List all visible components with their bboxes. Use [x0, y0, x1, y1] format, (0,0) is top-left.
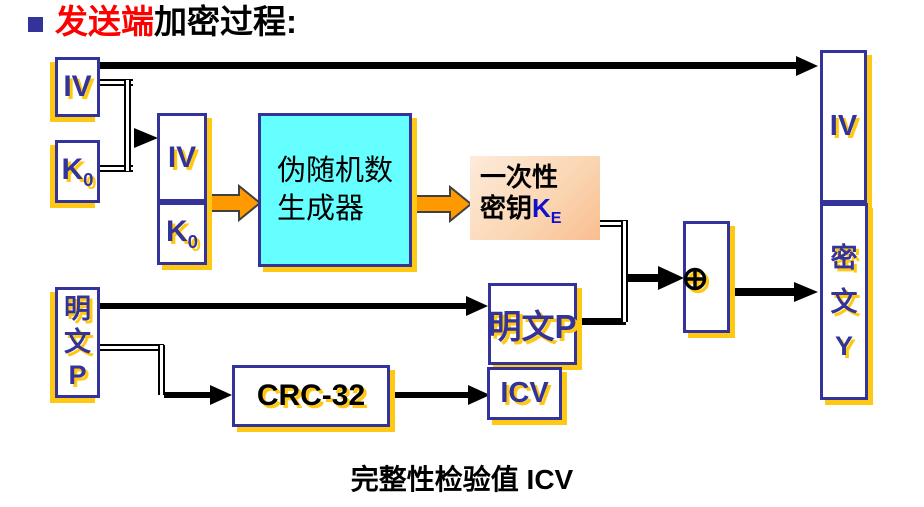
arrow-xor-to-ciphertext — [732, 288, 796, 296]
ciphertext-char: 密 — [830, 242, 858, 273]
arrow-key-to-xor — [624, 274, 660, 282]
box-iv-right: IV — [820, 50, 867, 203]
box-k0-second: K0 — [157, 202, 207, 265]
connector-plaintext-out — [100, 344, 164, 351]
one-time-key-line1: 一次性 — [480, 161, 559, 192]
box-crc32-label: CRC-32 — [256, 379, 366, 412]
box-plaintext-mid: 明文P — [488, 283, 577, 365]
box-iv-right-label: IV — [829, 110, 858, 142]
connector-down-to-crc — [158, 345, 165, 395]
ciphertext-char: Y — [834, 330, 853, 361]
plaintext-left-char: 文 — [64, 327, 91, 357]
box-icv-label: ICV — [500, 377, 549, 409]
connector-iv1-out — [100, 79, 133, 86]
arrow-crc-to-icv — [392, 392, 470, 398]
connector-k01-out — [100, 165, 133, 172]
connector-iv-k0-merge — [124, 80, 131, 171]
box-prng-label: 伪随机数 生成器 — [276, 155, 393, 225]
arrowhead-iv-to-right-iv — [796, 56, 818, 76]
arrowhead-plaintext-to-mid — [466, 296, 488, 316]
label-one-time-key: 一次性 密钥KE — [470, 156, 600, 240]
box-k0-initial-label: K0 — [61, 152, 94, 190]
connector-key-down — [621, 221, 628, 322]
box-crc32: CRC-32 — [232, 365, 390, 427]
arrowhead-xor-to-ciphertext — [794, 282, 818, 302]
box-ciphertext: 密 文 Y — [820, 203, 868, 400]
connector-key-out — [597, 220, 628, 227]
arrowhead-into-iv2 — [134, 128, 158, 148]
arrow-into-crc — [164, 392, 212, 398]
box-k0-initial: K0 — [55, 140, 100, 203]
title-highlight: 发送端 — [55, 3, 154, 40]
orange-arrow-prng-to-key — [410, 184, 473, 224]
orange-arrow-keys-to-prng — [205, 183, 262, 223]
box-iv-second-label: IV — [167, 140, 197, 174]
box-k0-second-label: K0 — [165, 214, 198, 252]
box-prng: 伪随机数 生成器 — [258, 113, 412, 267]
bullet-square-icon — [28, 17, 43, 32]
ciphertext-char: 文 — [830, 286, 858, 317]
arrowhead-key-to-xor — [658, 266, 684, 290]
box-iv-initial-label: IV — [63, 70, 92, 103]
title-rest: 加密过程: — [154, 3, 297, 40]
arrow-iv-to-right-iv — [100, 62, 798, 69]
box-plaintext-left: 明 文 P — [55, 287, 100, 398]
plaintext-left-char: 明 — [64, 294, 91, 324]
caption-icv: 完整性检验值 ICV — [350, 464, 574, 495]
box-iv-second: IV — [157, 113, 207, 202]
one-time-key-line2: 密钥KE — [480, 192, 562, 228]
page-title: 发送端加密过程: — [55, 0, 297, 44]
arrowhead-crc-to-icv — [468, 385, 490, 405]
arrowhead-into-crc — [210, 385, 232, 405]
xor-icon — [683, 267, 710, 294]
box-plaintext-mid-label: 明文P — [488, 308, 577, 345]
box-iv-initial: IV — [55, 57, 100, 117]
plaintext-left-char: P — [68, 360, 87, 390]
box-icv: ICV — [487, 367, 562, 420]
arrow-plaintext-to-mid — [100, 303, 468, 309]
box-xor — [683, 221, 730, 333]
line-plaintext-to-junction — [577, 318, 626, 325]
